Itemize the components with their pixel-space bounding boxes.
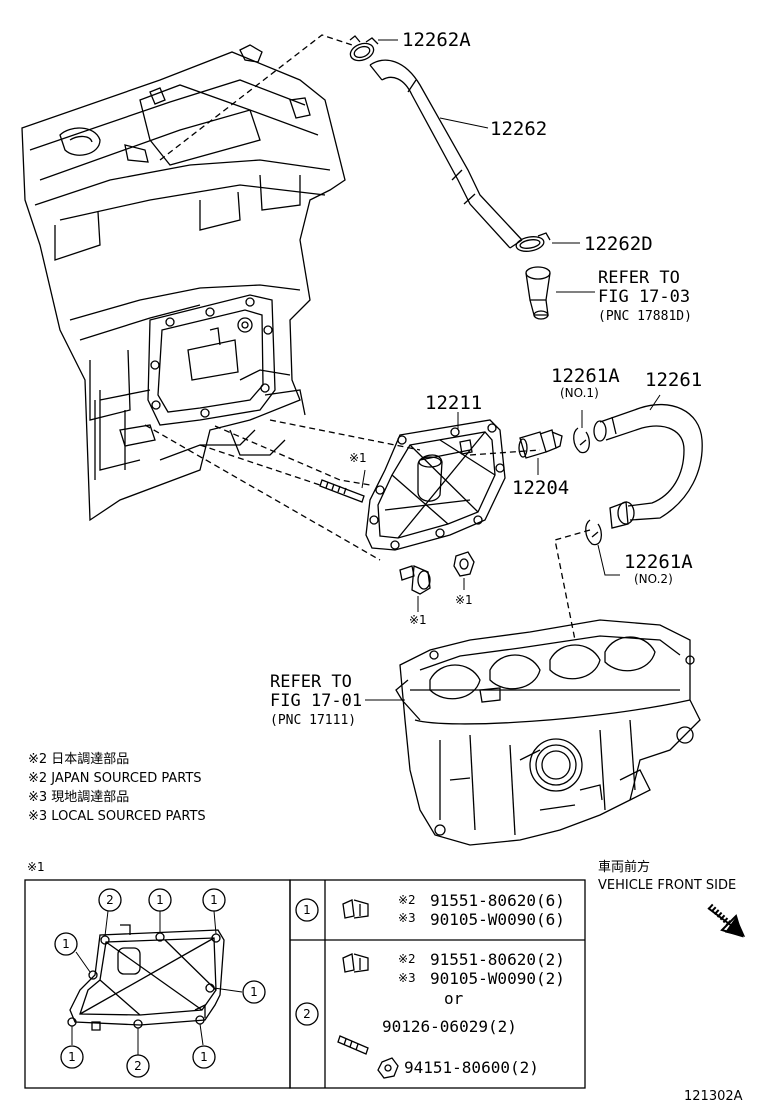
row1-line2-part: 90105-W0090(6)	[430, 910, 565, 929]
table-key-1: 1	[303, 903, 311, 917]
row1-line1-mark: ※2	[398, 893, 416, 907]
clamp-12261a-no1	[573, 427, 591, 454]
detail-frame	[24, 879, 586, 1089]
clamp-12262a	[349, 35, 379, 62]
front-label-jp: 車両前方	[598, 859, 650, 875]
mark-stud: ※1	[349, 451, 367, 465]
mark-nut: ※1	[455, 593, 473, 607]
detail-marker-right: 1	[250, 985, 258, 999]
callout-12211: 12211	[425, 392, 482, 414]
callout-12261a-no1: 12261A	[551, 365, 620, 387]
row2-line3-part: 90126-06029(2)	[382, 1017, 517, 1036]
table-bolt-icon-1	[342, 899, 369, 919]
callout-12261a-no2-sub: (NO.2)	[634, 572, 673, 586]
detail-marker-left: 1	[62, 937, 70, 951]
detail-cover-outline	[69, 924, 225, 1031]
table-nut-icon	[377, 1057, 399, 1079]
row2-or: or	[444, 989, 464, 1008]
engine-block-drawing	[21, 44, 346, 522]
detail-marker-top-left: 2	[106, 893, 114, 907]
refer-upper-line2: FIG 17-03	[598, 287, 690, 307]
detail-marker-bottom-right: 1	[200, 1050, 208, 1064]
callout-12261: 12261	[645, 369, 702, 391]
detail-marker-top-mid: 1	[156, 893, 164, 907]
row2-line1-mark: ※2	[398, 952, 416, 966]
union-12204	[518, 429, 563, 459]
callout-12262: 12262	[490, 118, 547, 140]
detail-marker-bottom-left: 1	[68, 1050, 76, 1064]
note-2: ※2 JAPAN SOURCED PARTS	[28, 771, 202, 786]
refer-lower-line2: FIG 17-01	[270, 691, 362, 711]
mark-bolt: ※1	[409, 613, 427, 627]
intake-manifold-drawing	[395, 619, 701, 846]
hex-nut	[453, 551, 475, 577]
row2-line1-part: 91551-80620(2)	[430, 950, 565, 969]
row1-line2-mark: ※3	[398, 911, 416, 925]
row2-line2-mark: ※3	[398, 971, 416, 985]
row1-line1-part: 91551-80620(6)	[430, 891, 565, 910]
front-label-en: VEHICLE FRONT SIDE	[598, 878, 736, 893]
callout-leaders	[361, 39, 661, 701]
row2-line2-part: 90105-W0090(2)	[430, 969, 565, 988]
stud-bolt	[319, 479, 365, 503]
clamp-12261a-no2	[585, 519, 603, 546]
detail-marker-top-right: 1	[210, 893, 218, 907]
pcv-fitting	[525, 266, 551, 320]
vehicle-front-arrow-icon	[707, 903, 746, 938]
note-4: ※3 LOCAL SOURCED PARTS	[28, 809, 206, 824]
callout-12261a-no2: 12261A	[624, 551, 693, 573]
figure-code: 121302A	[684, 1089, 743, 1104]
pcv-hose-12262	[369, 59, 523, 249]
detail-reference-mark: ※1	[27, 860, 45, 874]
refer-lower-line3: (PNC 17111)	[270, 713, 356, 728]
clamp-12262d	[515, 232, 551, 252]
table-key-2: 2	[303, 1007, 311, 1021]
refer-upper-line1: REFER TO	[598, 268, 680, 288]
note-3: ※3 現地調達部品	[28, 790, 129, 805]
detail-leaders	[71, 910, 243, 1055]
callout-12261a-no1-sub: (NO.1)	[560, 386, 599, 400]
note-1: ※2 日本調達部品	[28, 752, 129, 767]
row2-line4-part: 94151-80600(2)	[404, 1058, 539, 1077]
ventilation-hose-12261	[593, 403, 703, 529]
callout-12262a: 12262A	[402, 29, 471, 51]
callout-12262d: 12262D	[584, 233, 653, 255]
dashed-leader-lines	[144, 34, 591, 641]
table-stud-icon	[337, 1035, 369, 1055]
callout-12204: 12204	[512, 477, 569, 499]
table-bolt-icon-2	[342, 953, 369, 973]
refer-upper-line3: (PNC 17881D)	[598, 309, 692, 324]
oil-separator-cover-12211	[365, 419, 506, 551]
detail-marker-bottom-mid: 2	[134, 1059, 142, 1073]
flange-bolt	[399, 565, 431, 595]
detail-marker-circles	[54, 888, 319, 1078]
refer-lower-line1: REFER TO	[270, 672, 352, 692]
